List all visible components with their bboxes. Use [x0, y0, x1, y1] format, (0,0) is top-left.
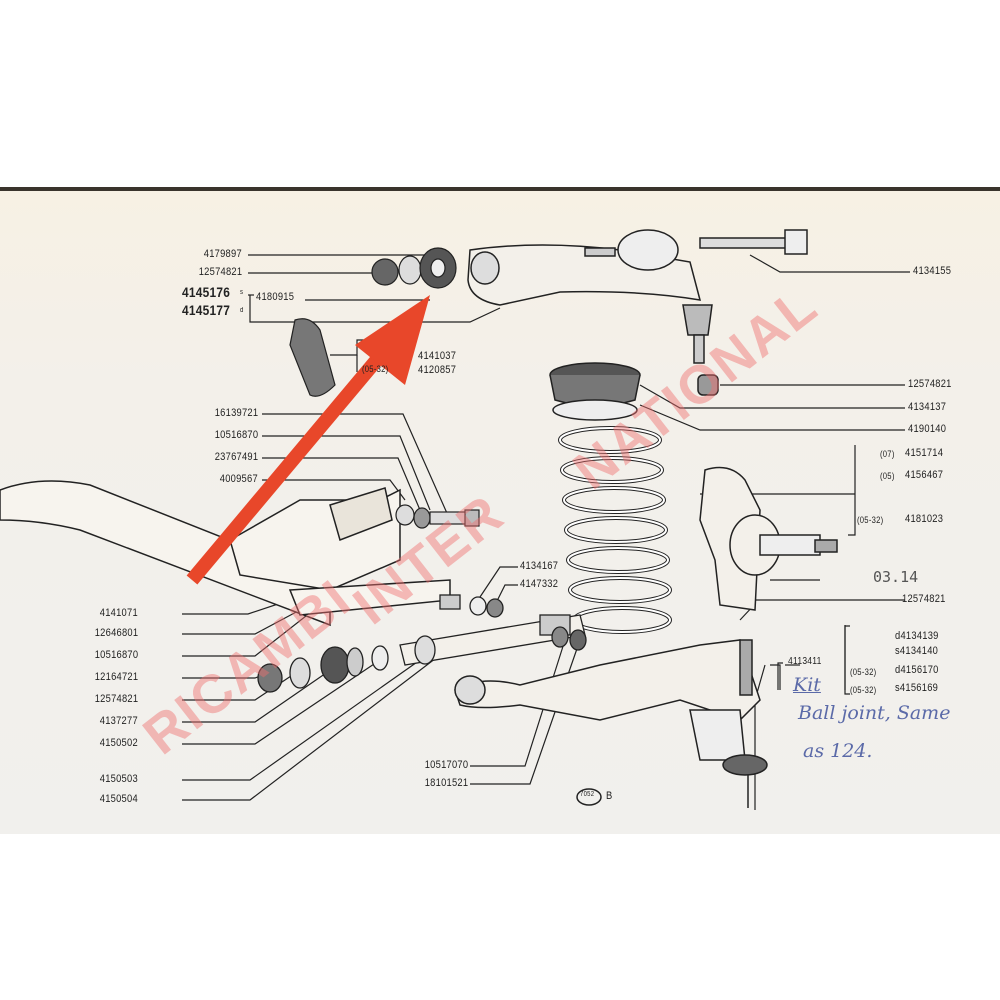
part-label: 4179897	[203, 248, 242, 260]
part-label: 10516870	[94, 649, 138, 661]
part-label-suffix: d	[240, 307, 244, 314]
page-letter: B	[606, 790, 613, 802]
variant-code: (05-32)	[857, 515, 884, 525]
variant-code: (07)	[880, 449, 895, 459]
part-label: d4156170	[895, 664, 939, 676]
variant-code: (05-32)	[850, 685, 877, 695]
part-label: 4134155	[913, 265, 952, 277]
part-label: 4147332	[520, 578, 559, 590]
part-label: 12164721	[94, 671, 138, 683]
part-label: 23767491	[214, 451, 258, 463]
part-label: 4134167	[520, 560, 559, 572]
part-label-group: 4113411	[788, 656, 822, 667]
part-label: 4134137	[908, 401, 947, 413]
part-label: d4134139	[895, 630, 939, 642]
part-label: 12574821	[908, 378, 952, 390]
part-label: 4145176	[182, 284, 231, 300]
part-label: 4151714	[905, 447, 944, 459]
part-label: 4137277	[99, 715, 138, 727]
part-label: 10516870	[214, 429, 258, 441]
part-label: s4156169	[895, 682, 939, 694]
part-label: 4180915	[256, 291, 295, 303]
part-label-suffix: s	[240, 289, 244, 296]
part-label: 4009567	[219, 473, 258, 485]
part-label-prefix: (05-32)	[362, 364, 389, 374]
part-label: 10517070	[424, 759, 468, 771]
page-ref: 7052	[580, 791, 595, 798]
part-label: 12574821	[94, 693, 138, 705]
handwritten-note: Ball joint, Same	[798, 702, 951, 724]
part-label: 4145177	[182, 302, 231, 318]
handwritten-note: as 124.	[803, 740, 873, 762]
part-label: 12574821	[198, 266, 242, 278]
highlight-arrow	[186, 295, 430, 585]
part-label: 12574821	[902, 593, 946, 605]
variant-code: (05-32)	[850, 667, 877, 677]
part-label: 4120857	[418, 364, 457, 376]
part-label: 4190140	[908, 423, 947, 435]
part-label: 4156467	[905, 469, 944, 481]
part-label: 4150502	[99, 737, 138, 749]
stamp-number: 03.14	[873, 568, 919, 586]
part-label: 4150503	[99, 773, 138, 785]
part-label: 16139721	[214, 407, 258, 419]
part-label: 4150504	[99, 793, 138, 805]
variant-code: (05)	[880, 471, 895, 481]
part-label: 4141037	[418, 350, 457, 362]
part-label: 18101521	[424, 777, 468, 789]
part-label: s4134140	[895, 645, 939, 657]
part-label: 4181023	[905, 513, 944, 525]
part-label: 4141071	[99, 607, 138, 619]
handwritten-note-kit: Kit	[793, 674, 821, 696]
part-label: 12646801	[94, 627, 138, 639]
